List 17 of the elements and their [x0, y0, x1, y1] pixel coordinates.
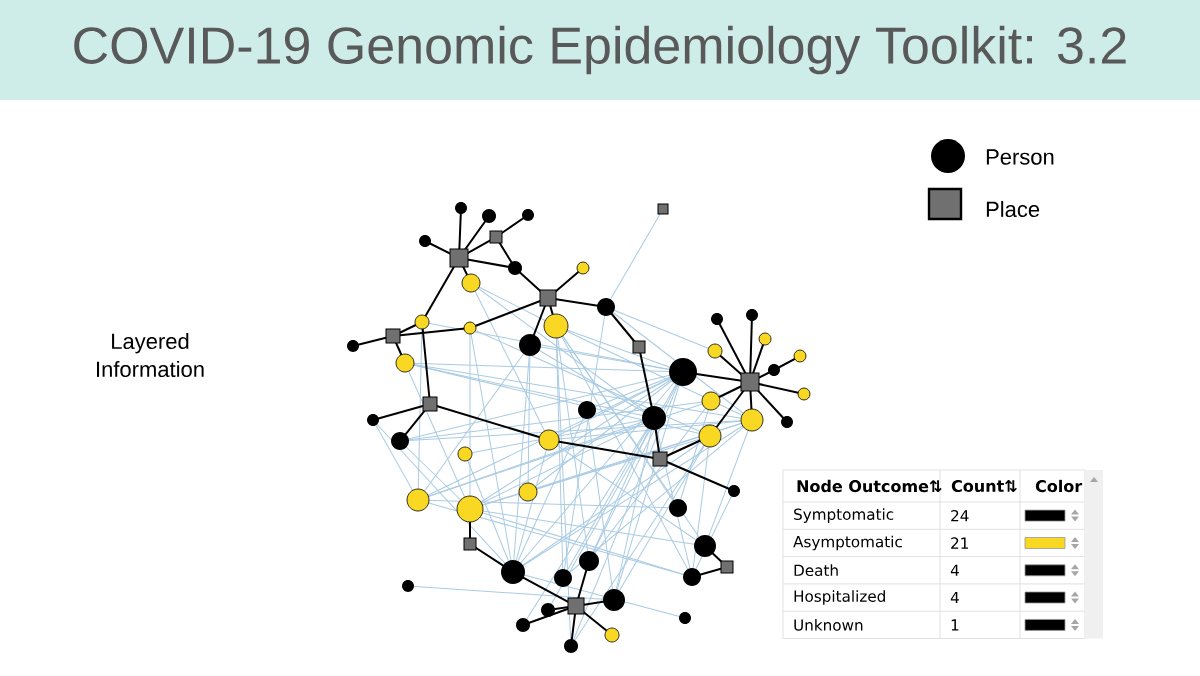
outcome-name: Unknown [794, 619, 863, 631]
legend-label: Place [986, 200, 1040, 218]
title-banner: COVID-19 Genomic Epidemiology Toolkit: 3.2 [0, 0, 1200, 100]
column-header: Count⇅ [951, 479, 1017, 493]
side-note: Layered Information [97, 332, 204, 378]
count-value: 24 [951, 509, 969, 522]
count-value: 4 [950, 591, 959, 604]
outcome-name: Symptomatic [794, 508, 894, 523]
count-value: 21 [951, 537, 968, 549]
column-header: Node Outcome⇅ [797, 479, 942, 493]
legend-label: Person [986, 149, 1054, 165]
count-value: 1 [951, 619, 959, 631]
outcome-name: Hospitalized [794, 590, 885, 605]
count-value: 4 [950, 564, 959, 576]
outcome-name: Asymptomatic [793, 535, 902, 551]
column-header: Color [1035, 479, 1083, 493]
outcome-name: Death [794, 564, 838, 577]
